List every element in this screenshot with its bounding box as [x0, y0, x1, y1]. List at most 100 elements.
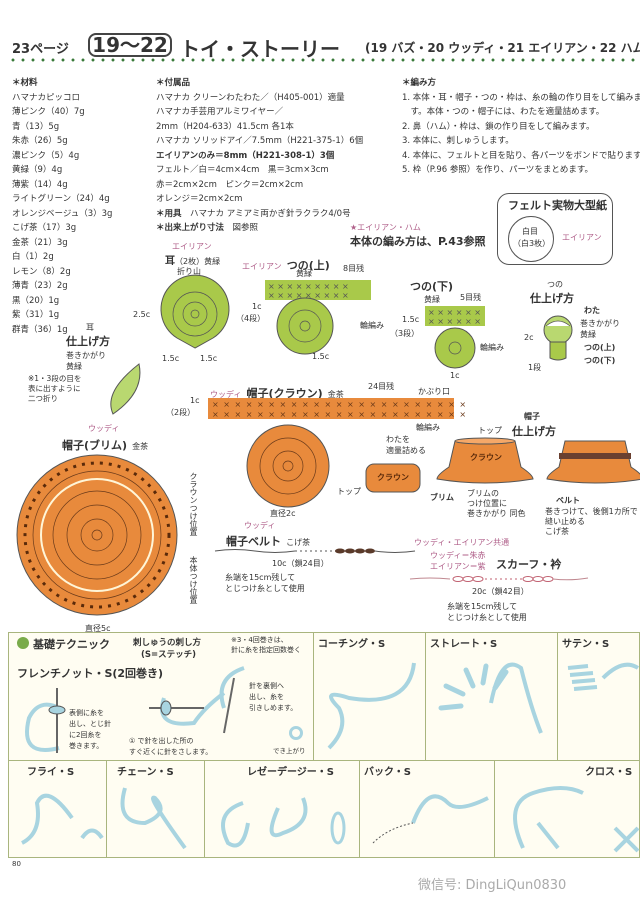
material-item: 薄ピンク（40）7g — [12, 107, 85, 117]
note-line: 二つ折り — [28, 394, 58, 403]
ear-finish-color: 黄緑 — [66, 362, 82, 371]
stitch-title: サテン・S — [562, 639, 610, 650]
hat-brim-label: ブリム — [430, 493, 454, 502]
satin-cell: サテン・S — [558, 633, 640, 761]
brim-note: ブリムのつけ位置に巻きかがり 同色 — [467, 489, 526, 519]
crown-character: ウッディ — [210, 390, 242, 399]
horn-finish-color: 黄緑 — [580, 330, 596, 339]
material-item: 紫（31）1g — [12, 310, 60, 320]
material-item: オレンジベージュ（3）3g — [12, 208, 113, 219]
dotted-divider — [8, 58, 636, 62]
ear-chart — [160, 274, 230, 349]
stitch-title: チェーン・S — [117, 767, 174, 778]
brim-title: 帽子(ブリム) — [62, 439, 128, 452]
note-line: 表に出すように — [28, 384, 81, 393]
size-value: 図参照 — [232, 223, 259, 233]
crown-rows: （2段） — [166, 408, 196, 417]
material-item: 金茶（21）3g — [12, 237, 68, 248]
crown-top-label: トップ — [337, 487, 361, 496]
couching-icon — [327, 662, 416, 750]
horn-top-height: 1c — [252, 302, 262, 311]
brim-diameter: 直径5c — [85, 624, 111, 633]
material-item: こげ茶（17）3g — [12, 223, 77, 233]
svg-text:× × × × × ×: × × × × × × — [428, 308, 481, 317]
note-line: ブリムの — [467, 489, 499, 498]
horn-bottom-ring: 輪編み — [480, 343, 504, 352]
svg-text:× × × × × ×: × × × × × × — [428, 317, 481, 326]
page-number: 80 — [12, 860, 21, 868]
back-stitch-icon — [372, 794, 489, 844]
material-item: 青（13）5g — [12, 121, 60, 132]
note-line: 巻きつけて、後側1カ所で — [545, 507, 638, 516]
horn-top-color: 黄緑 — [296, 269, 312, 278]
french-step1-text: 表側に糸を出し、とじ針に2回糸を巻きます。 — [69, 708, 111, 752]
stitch-title: コーチング・S — [318, 639, 386, 650]
horn-bottom-height: 1.5c — [402, 315, 420, 324]
belt-label: ベルト — [556, 496, 580, 505]
back-cell: バック・S — [360, 761, 495, 857]
method-heading: ＊編み方 — [402, 78, 437, 88]
hat-with-belt-drawing — [546, 440, 640, 484]
belt-title: 帽子ベルト — [226, 535, 281, 548]
horn-top-title: つの(上) — [286, 259, 330, 272]
felt-template-box: フェルト実物大型紙 白目 （白3枚） エイリアン — [497, 193, 613, 265]
page-title: トイ・ストーリー — [180, 37, 340, 61]
lazy-daisy-icon — [221, 797, 346, 848]
french-step4-text: でき上がり — [273, 747, 306, 755]
note-line: ※1・3段の目を — [28, 374, 82, 383]
eye-count: （白3枚） — [513, 239, 551, 248]
note-line: 表側に糸を — [69, 709, 104, 717]
hat-crown-label: クラウン — [470, 453, 502, 462]
accessories-list: ＊付属品 ハマナカ クリーンわたわた／（H405-001）適量 ハマナカ手芸用ア… — [156, 76, 363, 236]
watermark: 微信号: DingLiQun0830 — [418, 878, 567, 893]
material-item: 薄青（23）2g — [12, 281, 68, 291]
straight-icon — [438, 662, 543, 734]
alien-note-tag: ★エイリアン・ハム — [350, 223, 421, 232]
materials-heading: ＊材料 — [12, 78, 38, 88]
french-knot-title: フレンチノット・S(2回巻き) — [17, 667, 164, 680]
method-list: ＊編み方 1. 本体・耳・帽子・つの・枠は、糸の輪の作り目をして編みま す。本体… — [402, 76, 640, 178]
horn-bottom-color: 黄緑 — [424, 295, 440, 304]
cross-icon — [513, 786, 640, 853]
belt-attach-note: 巻きつけて、後側1カ所で縫い止めるこげ茶 — [545, 507, 638, 537]
note-line: 出し、とじ針 — [69, 720, 111, 728]
svg-text:× × × × × × × × ×: × × × × × × × × × — [268, 282, 349, 291]
scarf-length: 20c（鎖42目） — [472, 587, 529, 596]
svg-text:× × × × × × × × × × × × × × ×: × × × × × × × × × × × × × × × × × × × × … — [212, 400, 467, 409]
horn-finish-title: 仕上げ方 — [530, 292, 574, 305]
horn-top-character: エイリアン — [242, 262, 282, 271]
stitch-title: フライ・S — [27, 767, 75, 778]
crown-band-chart: × × × × × × × × × × × × × × × × × × × × … — [208, 398, 466, 419]
crown-rest: 24目残 — [368, 382, 395, 391]
note-line: 巻きます。 — [69, 742, 104, 750]
brim-crown-position: クラウンつけ位置 — [189, 472, 198, 536]
material-item: 黄緑（9）4g — [12, 165, 63, 175]
hat-drawing — [436, 437, 534, 484]
method-step: 4. 本体に、フェルトと目を貼り、各パーツをボンドで貼ります。 — [402, 150, 640, 161]
scarf-woody: ウッディ＝朱赤 — [430, 551, 486, 560]
french-knot-cell: 基礎テクニック 刺しゅうの刺し方 (S=ステッチ) ※3・4回巻きは、針に糸を指… — [9, 633, 314, 761]
material-item: 濃ピンク（5）4g — [12, 150, 80, 161]
stitch-title: レゼーデージー・S — [247, 767, 335, 778]
note-line: 針に糸を指定回数巻く — [231, 646, 301, 654]
horn-finish-whip: 巻きかがり — [580, 319, 620, 328]
stitch-title: バック・S — [364, 767, 412, 778]
horn-top-ring: 輪編み — [360, 321, 384, 330]
brim-color: 金茶 — [132, 442, 149, 451]
scarf-note: 糸端を15cm残してとじつけ糸として使用 — [447, 601, 527, 623]
materials-list: ＊材料 ハマナカピッコロ 薄ピンク（40）7g 青（13）5g 朱赤（26）5g… — [12, 76, 112, 337]
ear-count: （2枚）黄緑 — [175, 257, 221, 266]
horn-finish-bottom: つの(下) — [584, 356, 616, 365]
ear-finish-drawing — [110, 363, 141, 415]
method-step: す。本体・つの・帽子には、わたを適量詰めます。 — [402, 107, 605, 117]
size-label: ＊出来上がり寸法 — [156, 223, 225, 233]
page-ref: 23ページ — [12, 42, 69, 57]
ear-finish-title: 仕上げ方 — [66, 335, 110, 348]
horn-top-rest: 8目残 — [343, 264, 365, 273]
material-item: ハマナカピッコロ — [12, 92, 81, 103]
ear-fold: 折り山 — [177, 267, 201, 276]
ear-finish-note: 巻きかがり — [66, 351, 106, 360]
belt-color: こげ茶 — [286, 538, 311, 547]
accessory-item: フェルト／白＝4cm×4cm 黒＝3cm×3cm — [156, 165, 329, 175]
horn-bottom-title: つの(下) — [410, 280, 454, 293]
